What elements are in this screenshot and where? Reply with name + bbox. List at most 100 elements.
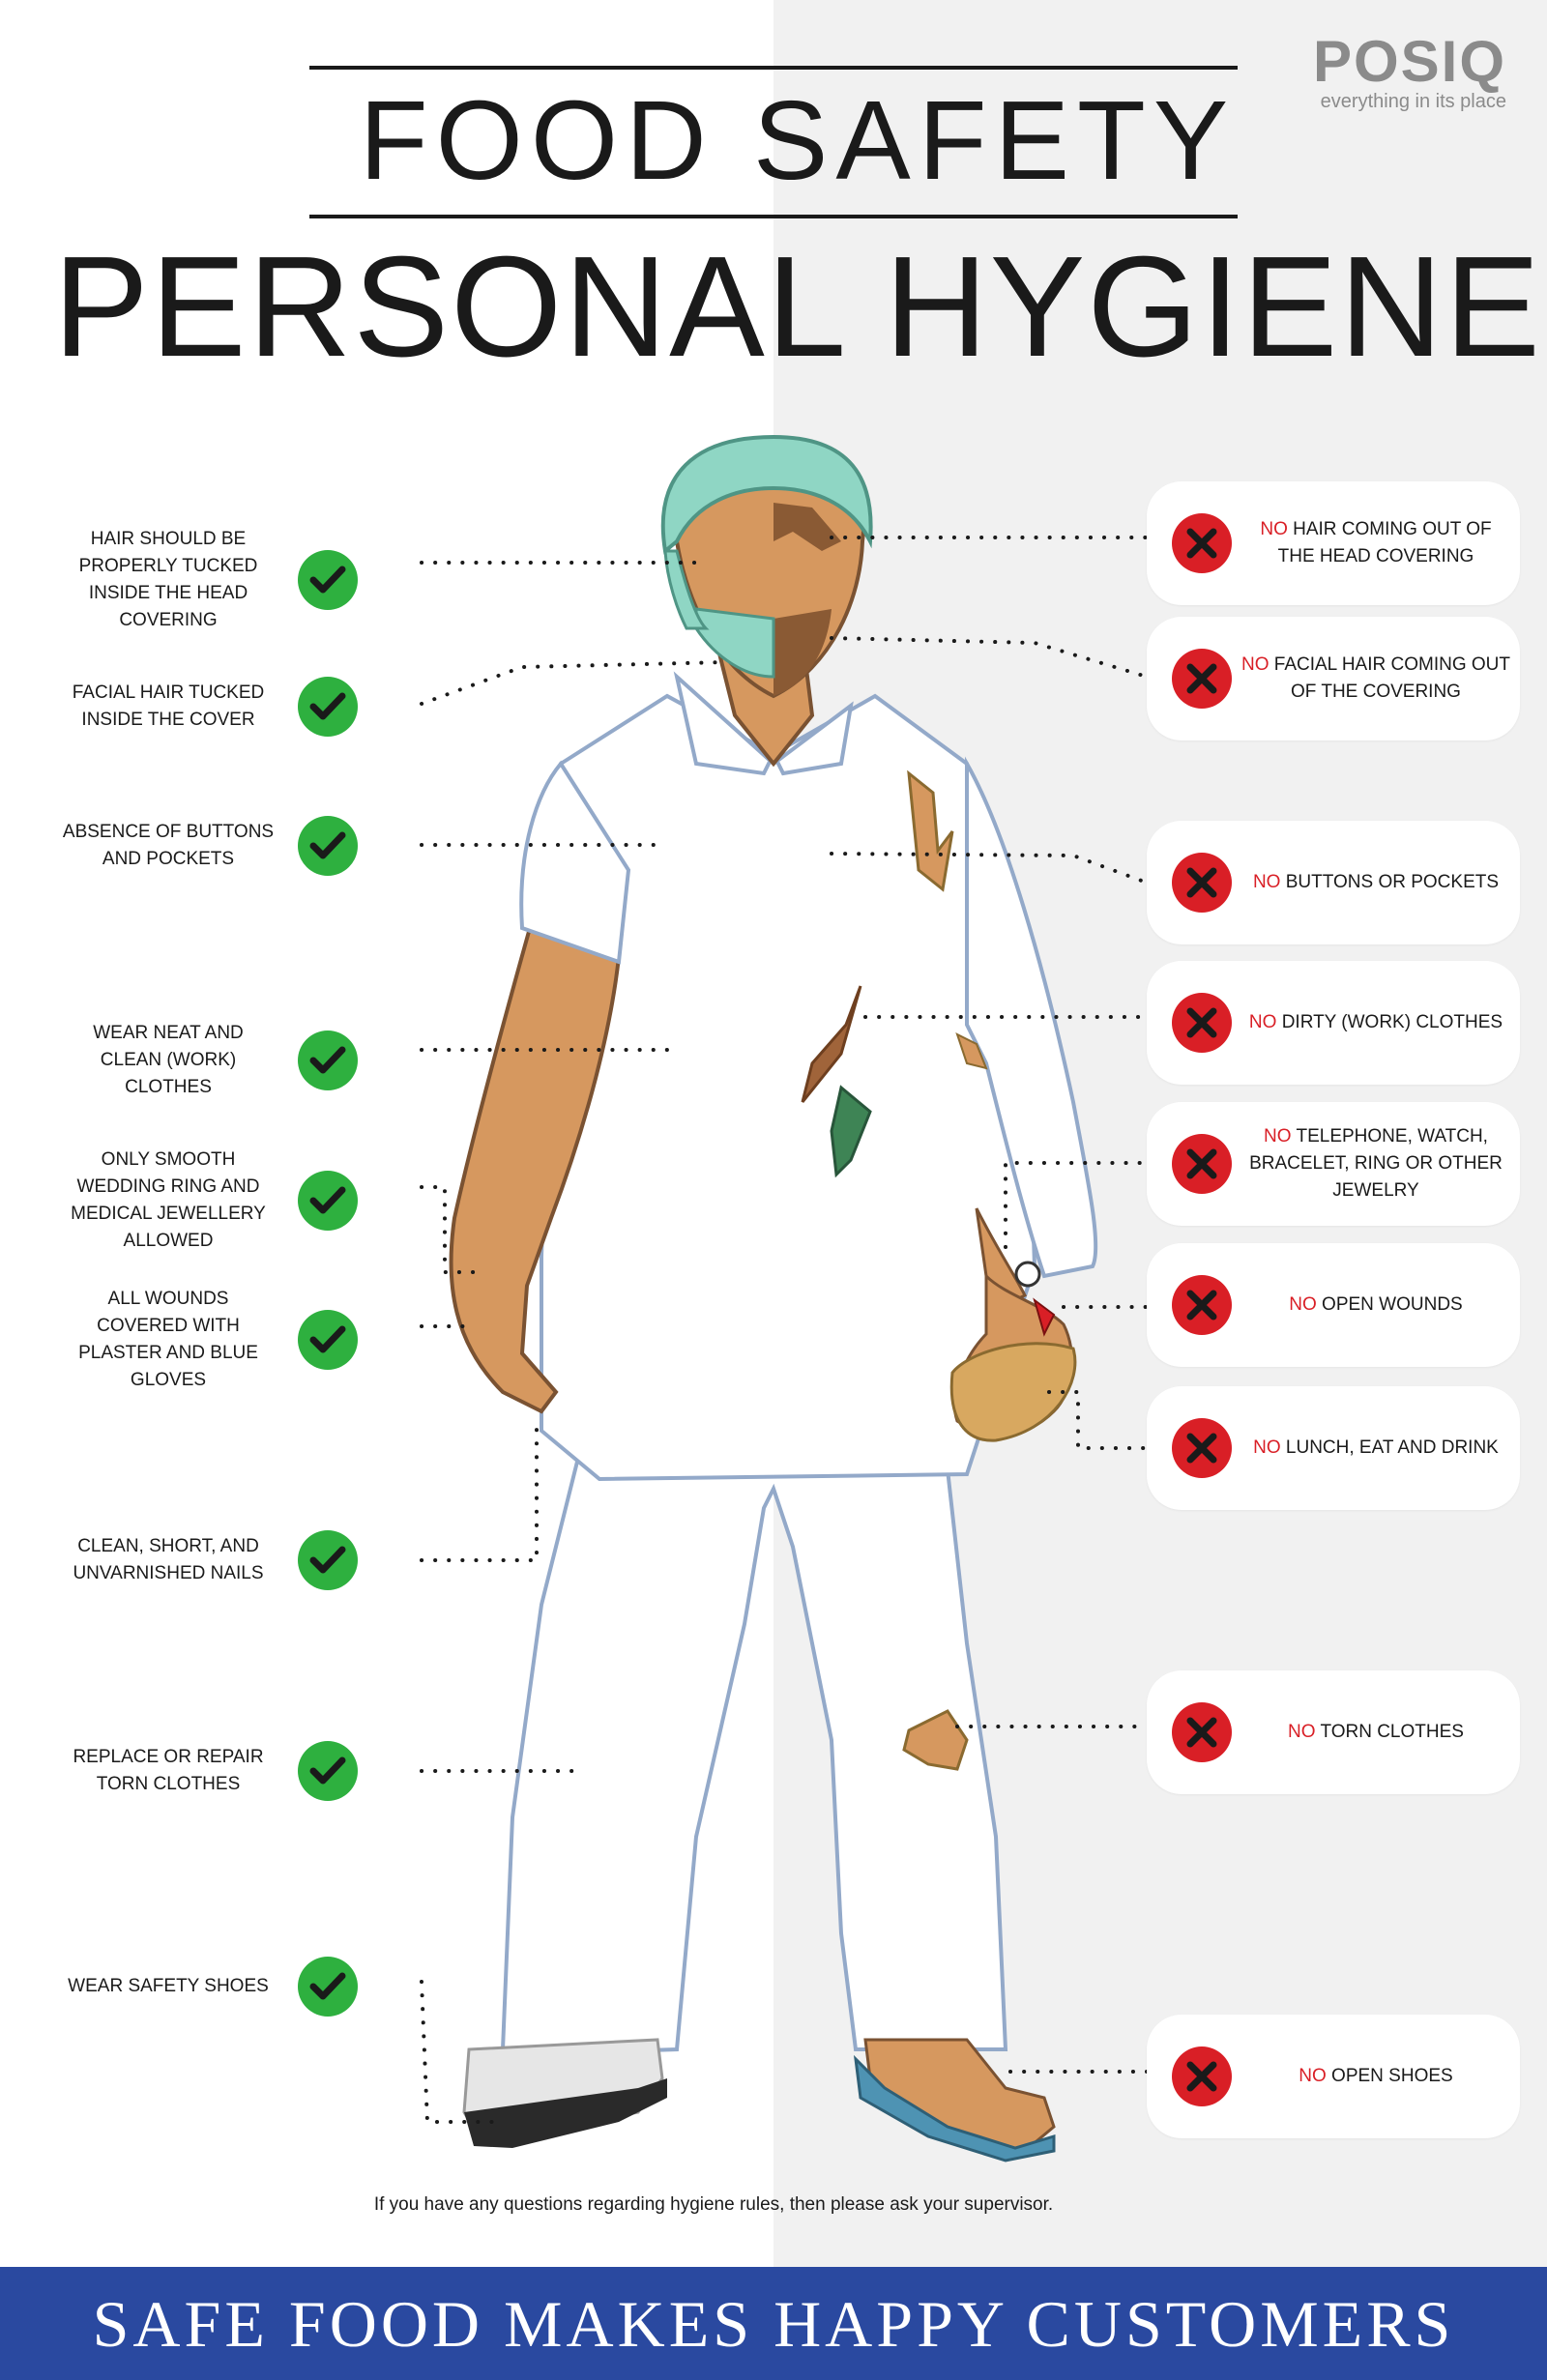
do-item-label: REPLACE OR REPAIR TORN CLOTHES bbox=[73, 1747, 264, 1794]
hairnet bbox=[660, 434, 873, 555]
do-item-label: ABSENCE OF BUTTONS AND POCKETS bbox=[62, 822, 275, 869]
do-item-nails: CLEAN, SHORT, AND UNVARNISHED NAILS bbox=[60, 1530, 369, 1590]
no-prefix: NO bbox=[1241, 654, 1270, 675]
dont-item-eating: NO LUNCH, EAT AND DRINK bbox=[1147, 1386, 1520, 1510]
bottom-banner bbox=[0, 2267, 1547, 2380]
dont-item-open-wounds: NO OPEN WOUNDS bbox=[1147, 1243, 1520, 1367]
stain bbox=[830, 1085, 872, 1178]
dont-item-label: NO LUNCH, EAT AND DRINK bbox=[1232, 1435, 1520, 1462]
cross-icon bbox=[1172, 1275, 1232, 1335]
sandwich bbox=[949, 1342, 1077, 1442]
brand-logo: POSIQ everything in its place bbox=[1312, 29, 1506, 113]
open-wound bbox=[1033, 1297, 1056, 1337]
do-item-label: WEAR NEAT AND CLEAN (WORK) CLOTHES bbox=[93, 1023, 244, 1097]
dont-item-text: DIRTY (WORK) CLOTHES bbox=[1276, 1012, 1503, 1032]
no-prefix: NO bbox=[1253, 1437, 1281, 1458]
cross-icon bbox=[1172, 1702, 1232, 1762]
connector bbox=[1047, 1390, 1149, 1450]
cross-icon bbox=[1172, 513, 1232, 573]
torn-patch bbox=[902, 1709, 969, 1771]
connector bbox=[1004, 1161, 1149, 1249]
dont-item-label: NO TORN CLOTHES bbox=[1232, 1719, 1520, 1746]
do-item-label: WEAR SAFETY SHOES bbox=[68, 1976, 269, 1996]
stain bbox=[801, 985, 862, 1103]
check-icon bbox=[298, 1741, 358, 1801]
do-item-no-buttons: ABSENCE OF BUTTONS AND POCKETS bbox=[60, 816, 369, 876]
brand-name: POSIQ bbox=[1312, 29, 1506, 94]
do-item-clean-clothes: WEAR NEAT AND CLEAN (WORK) CLOTHES bbox=[60, 1020, 369, 1101]
do-item-repair-clothes: REPLACE OR REPAIR TORN CLOTHES bbox=[60, 1741, 369, 1801]
do-item-label: CLEAN, SHORT, AND UNVARNISHED NAILS bbox=[73, 1536, 264, 1583]
do-item-label: HAIR SHOULD BE PROPERLY TUCKED INSIDE TH… bbox=[78, 529, 258, 630]
dont-item-text: OPEN SHOES bbox=[1326, 2066, 1453, 2086]
do-item-label: ALL WOUNDS COVERED WITH PLASTER AND BLUE… bbox=[78, 1289, 258, 1390]
page-subtitle: PERSONAL HYGIENE bbox=[53, 227, 1542, 387]
do-item-wounds-covered: ALL WOUNDS COVERED WITH PLASTER AND BLUE… bbox=[60, 1286, 369, 1394]
stain bbox=[907, 769, 954, 892]
brand-tagline: everything in its place bbox=[1320, 91, 1506, 112]
banner-slogan: SAFE FOOD MAKES HAPPY CUSTOMERS bbox=[92, 2287, 1455, 2361]
dont-item-text: LUNCH, EAT AND DRINK bbox=[1280, 1437, 1499, 1458]
dont-item-text: TELEPHONE, WATCH, BRACELET, RING OR OTHE… bbox=[1249, 1126, 1503, 1201]
dont-item-label: NO BUTTONS OR POCKETS bbox=[1232, 869, 1520, 896]
cross-icon bbox=[1172, 1418, 1232, 1478]
dont-item-jewelry: NO TELEPHONE, WATCH, BRACELET, RING OR O… bbox=[1147, 1102, 1520, 1226]
title-rule-top bbox=[309, 66, 1238, 70]
beard bbox=[774, 609, 832, 696]
dont-item-torn-clothes: NO TORN CLOTHES bbox=[1147, 1670, 1520, 1794]
title-rule-bottom bbox=[309, 215, 1238, 218]
check-icon bbox=[298, 677, 358, 737]
check-icon bbox=[298, 1030, 358, 1090]
page-title: FOOD SAFETY bbox=[359, 77, 1237, 203]
dont-item-label: NO OPEN WOUNDS bbox=[1232, 1292, 1520, 1319]
dont-item-text: OPEN WOUNDS bbox=[1316, 1294, 1463, 1315]
shoe-sole bbox=[464, 2078, 667, 2148]
check-icon bbox=[298, 1171, 358, 1231]
loose-hair bbox=[774, 503, 841, 551]
connector bbox=[830, 636, 1149, 679]
cross-icon bbox=[1172, 1134, 1232, 1194]
flip-flop bbox=[853, 2054, 1056, 2162]
check-icon bbox=[298, 1310, 358, 1370]
no-prefix: NO bbox=[1289, 1294, 1317, 1315]
stain bbox=[955, 1032, 988, 1070]
dont-item-label: NO DIRTY (WORK) CLOTHES bbox=[1232, 1009, 1520, 1036]
beard-cover bbox=[694, 607, 775, 679]
dont-item-buttons: NO BUTTONS OR POCKETS bbox=[1147, 821, 1520, 944]
cross-icon bbox=[1172, 993, 1232, 1053]
no-prefix: NO bbox=[1248, 1012, 1277, 1032]
no-prefix: NO bbox=[1264, 1126, 1292, 1146]
do-item-label: FACIAL HAIR TUCKED INSIDE THE COVER bbox=[72, 682, 265, 730]
dont-item-text: TORN CLOTHES bbox=[1315, 1722, 1464, 1742]
connector bbox=[420, 1980, 505, 2124]
hairnet-side bbox=[663, 549, 710, 630]
dont-item-hair: NO HAIR COMING OUT OF THE HEAD COVERING bbox=[1147, 481, 1520, 605]
footnote: If you have any questions regarding hygi… bbox=[373, 2194, 1054, 2215]
do-item-hair-covering: HAIR SHOULD BE PROPERLY TUCKED INSIDE TH… bbox=[60, 526, 369, 634]
connector bbox=[420, 1419, 539, 1562]
left-sleeve bbox=[519, 760, 631, 965]
no-prefix: NO bbox=[1288, 1722, 1316, 1742]
no-prefix: NO bbox=[1299, 2066, 1327, 2086]
connector bbox=[830, 852, 1149, 885]
check-icon bbox=[298, 816, 358, 876]
coat-collar bbox=[673, 671, 854, 776]
dont-item-facial-hair: NO FACIAL HAIR COMING OUT OF THE COVERIN… bbox=[1147, 617, 1520, 740]
dont-item-label: NO HAIR COMING OUT OF THE HEAD COVERING bbox=[1232, 516, 1520, 570]
dont-item-label: NO TELEPHONE, WATCH, BRACELET, RING OR O… bbox=[1232, 1123, 1520, 1205]
cross-icon bbox=[1172, 649, 1232, 709]
dont-item-text: HAIR COMING OUT OF THE HEAD COVERING bbox=[1277, 519, 1492, 566]
do-item-facial-hair: FACIAL HAIR TUCKED INSIDE THE COVER bbox=[60, 677, 369, 737]
dont-item-label: NO FACIAL HAIR COMING OUT OF THE COVERIN… bbox=[1232, 652, 1520, 706]
check-icon bbox=[298, 1957, 358, 2017]
dont-item-dirty-clothes: NO DIRTY (WORK) CLOTHES bbox=[1147, 961, 1520, 1085]
cross-icon bbox=[1172, 2046, 1232, 2106]
worker-illustration bbox=[420, 434, 1149, 2162]
check-icon bbox=[298, 550, 358, 610]
do-item-safety-shoes: WEAR SAFETY SHOES bbox=[60, 1957, 369, 2017]
work-coat bbox=[540, 693, 1037, 1482]
dont-item-text: FACIAL HAIR COMING OUT OF THE COVERING bbox=[1269, 654, 1510, 702]
left-arm bbox=[449, 925, 622, 1414]
check-icon bbox=[298, 1530, 358, 1590]
